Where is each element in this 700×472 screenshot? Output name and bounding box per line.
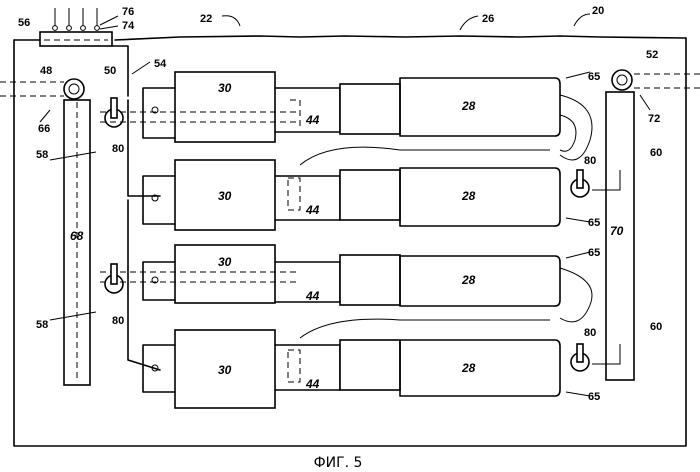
label-60-top: 60: [650, 147, 662, 159]
valve-left-2: [105, 264, 123, 293]
module-row-4: [143, 319, 560, 408]
label-74: 74: [122, 20, 135, 32]
label-80-left-top: 80: [112, 143, 124, 155]
label-80-right-bottom: 80: [584, 327, 596, 339]
label-22: 22: [200, 13, 212, 25]
label-54: 54: [154, 58, 167, 70]
label-30-row3: 30: [218, 255, 232, 269]
label-52: 52: [646, 49, 658, 61]
label-76: 76: [122, 6, 134, 18]
module-row-1: [100, 72, 592, 160]
label-30-row1: 30: [218, 81, 232, 95]
label-28-row3: 28: [461, 273, 476, 287]
label-44-row1: 44: [305, 113, 320, 127]
label-26: 26: [482, 13, 494, 25]
label-66: 66: [38, 123, 50, 135]
leader-arrows: [50, 14, 590, 396]
label-80-right-top: 80: [584, 155, 596, 167]
label-68: 68: [70, 229, 84, 243]
label-65-row4: 65: [588, 391, 600, 403]
label-30-row4: 30: [218, 363, 232, 377]
control-unit: [40, 8, 118, 46]
figure-caption: ФИГ. 5: [314, 455, 363, 471]
label-60-bottom: 60: [650, 321, 662, 333]
valve-left-1: [105, 98, 123, 127]
label-70: 70: [610, 224, 624, 238]
label-65-row1: 65: [588, 71, 600, 83]
label-44-row4: 44: [305, 377, 320, 391]
label-72: 72: [648, 113, 660, 125]
label-28-row1: 28: [461, 99, 476, 113]
label-56: 56: [18, 17, 30, 29]
label-50: 50: [104, 65, 116, 77]
label-80-left-bottom: 80: [112, 315, 124, 327]
label-44-row2: 44: [305, 203, 320, 217]
label-65-row2: 65: [588, 217, 600, 229]
label-28-row4: 28: [461, 361, 476, 375]
label-44-row3: 44: [305, 289, 320, 303]
module-row-2: [143, 147, 560, 230]
label-48: 48: [40, 65, 52, 77]
label-58-bottom: 58: [36, 319, 48, 331]
label-28-row2: 28: [461, 189, 476, 203]
label-20: 20: [592, 5, 604, 17]
module-row-3: [100, 245, 592, 322]
label-58-top: 58: [36, 149, 48, 161]
label-65-row3: 65: [588, 247, 600, 259]
label-30-row2: 30: [218, 189, 232, 203]
